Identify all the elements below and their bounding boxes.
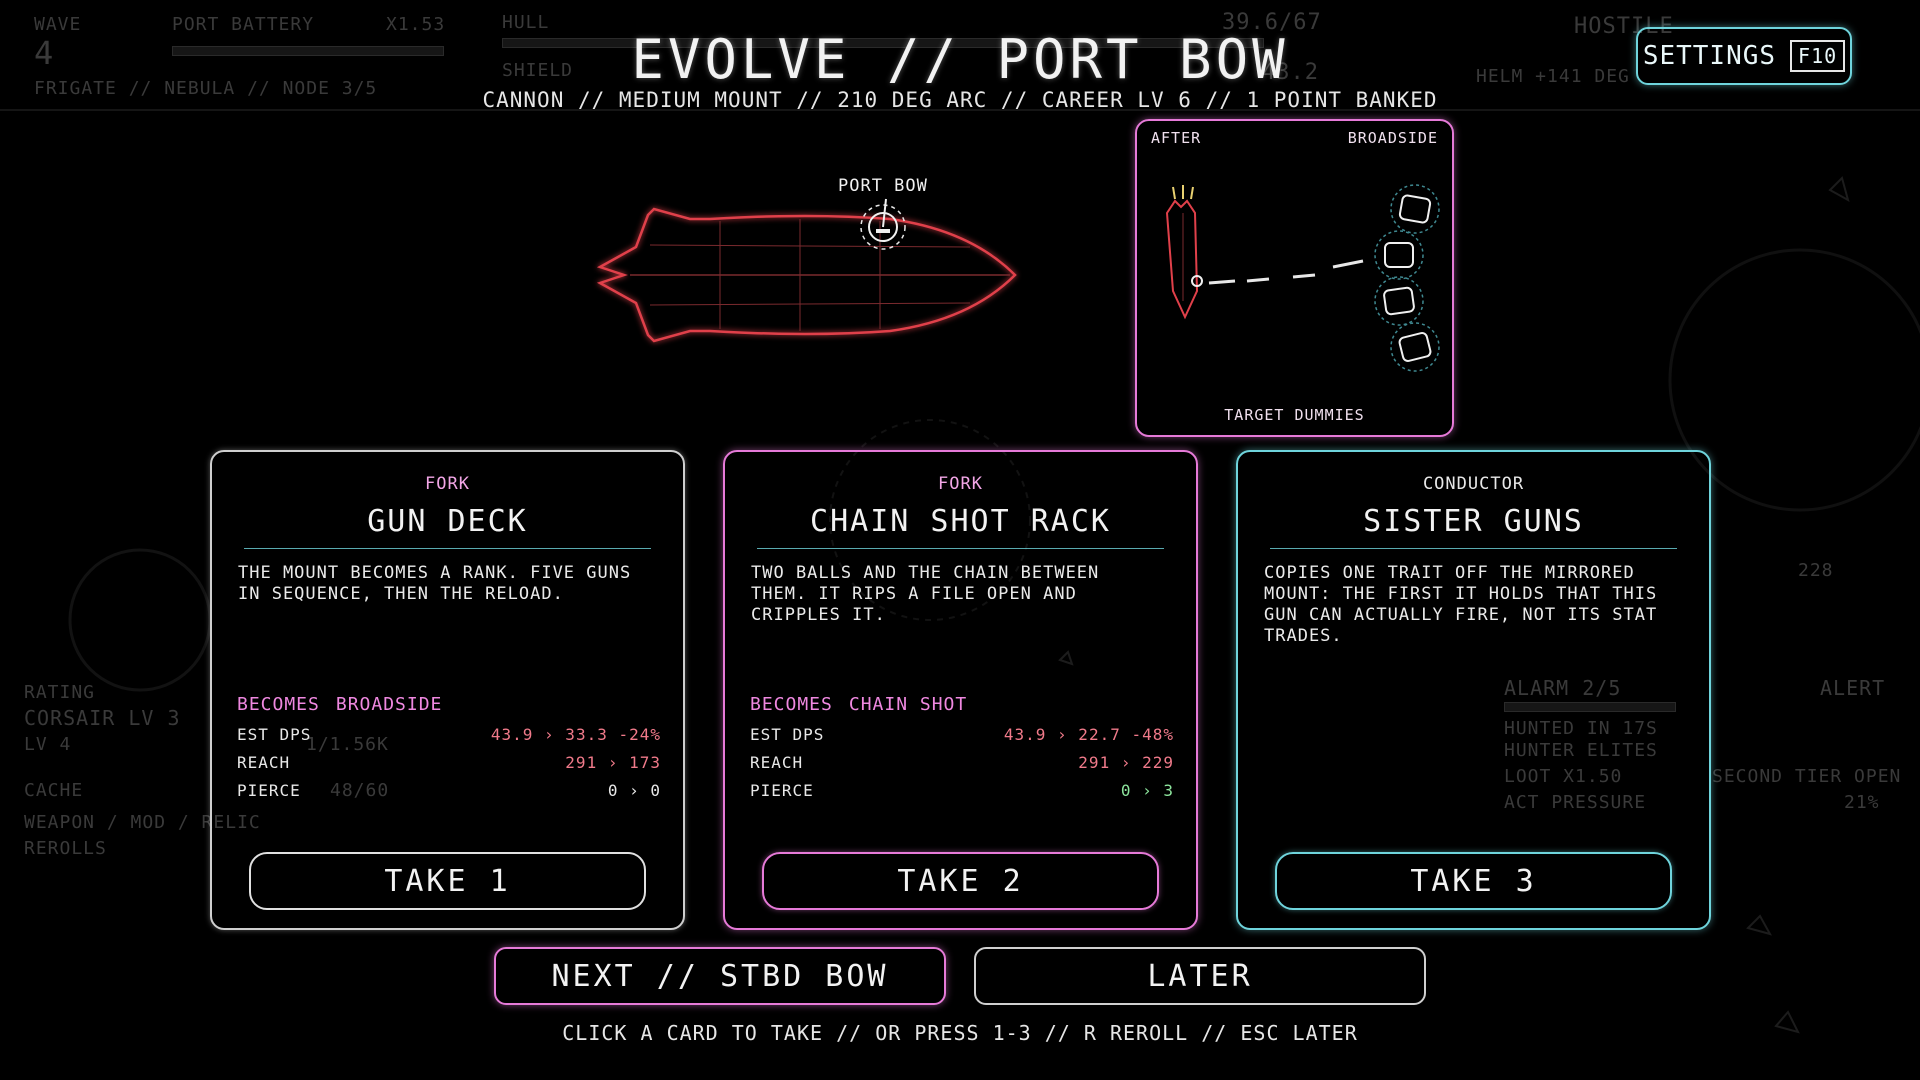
preview-scene	[1165, 184, 1440, 372]
stat-value: 43.9 › 33.3 -24%	[490, 725, 661, 744]
mount-label: PORT BOW	[838, 176, 928, 196]
page-title: EVOLVE // PORT BOW	[631, 28, 1289, 91]
upgrade-card-sister-guns[interactable]: CONDUCTOR SISTER GUNS COPIES ONE TRAIT O…	[1236, 450, 1711, 930]
stat-value: 0 › 3	[1120, 781, 1174, 800]
stat-row-pierce: PIERCE 0 › 3	[750, 781, 1174, 800]
second-tier-label: SECOND TIER OPEN	[1712, 766, 1902, 787]
stat-row-reach: REACH 291 › 173	[237, 753, 661, 772]
hull-bar	[502, 38, 1264, 48]
settings-hotkey: F10	[1790, 40, 1846, 72]
alarm-label: ALARM 2/5	[1504, 676, 1622, 700]
upgrade-card-chain-shot-rack[interactable]: FORK CHAIN SHOT RACK TWO BALLS AND THE C…	[723, 450, 1198, 930]
stat-label: REACH	[237, 753, 291, 772]
rating-value: CORSAIR LV 3	[24, 706, 181, 730]
card-becomes: BECOMES CHAIN SHOT	[750, 694, 983, 715]
card-becomes: BECOMES BROADSIDE	[237, 694, 458, 715]
shield-value: 43.2	[1262, 60, 1319, 85]
stat-label: PIERCE	[750, 781, 814, 800]
location-label: FRIGATE // NEBULA // NODE 3/5	[34, 78, 378, 99]
take-1-button[interactable]: TAKE 1	[249, 852, 646, 910]
card-kind: CONDUCTOR	[1422, 474, 1525, 494]
preview-mode-label: BROADSIDE	[1347, 129, 1438, 147]
preview-footer-label: TARGET DUMMIES	[1224, 406, 1365, 424]
hull-label: HULL	[502, 12, 550, 33]
stat-label: EST DPS	[750, 725, 825, 744]
hunter-elites-label: HUNTER ELITES	[1504, 740, 1658, 761]
shield-label: SHIELD	[502, 60, 574, 81]
later-button[interactable]: LATER	[974, 947, 1426, 1005]
card-name: CHAIN SHOT RACK	[810, 504, 1111, 539]
card-kind: FORK	[425, 474, 470, 494]
stat-value: 43.9 › 22.7 -48%	[1003, 725, 1174, 744]
battery-bar	[172, 46, 444, 56]
card-divider	[244, 548, 651, 549]
card-description: TWO BALLS AND THE CHAIN BETWEEN THEM. IT…	[751, 563, 1100, 625]
stat-row-dps: EST DPS 43.9 › 33.3 -24%	[237, 725, 661, 744]
hunted-label: HUNTED IN 17S	[1504, 718, 1658, 739]
cache-value: 48/60	[330, 780, 390, 801]
next-mount-button[interactable]: NEXT // STBD BOW	[494, 947, 946, 1005]
controls-hint: CLICK A CARD TO TAKE // OR PRESS 1-3 // …	[562, 1021, 1358, 1045]
alert-label: ALERT	[1820, 676, 1886, 700]
stat-label: EST DPS	[237, 725, 312, 744]
take-3-button[interactable]: TAKE 3	[1275, 852, 1672, 910]
preview-after-label: AFTER	[1151, 129, 1202, 147]
stat-label: PIERCE	[237, 781, 301, 800]
port-battery-label: PORT BATTERY	[172, 14, 315, 35]
page-subtitle: CANNON // MEDIUM MOUNT // 210 DEG ARC //…	[482, 88, 1438, 112]
stat-row-dps: EST DPS 43.9 › 22.7 -48%	[750, 725, 1174, 744]
card-description: COPIES ONE TRAIT OFF THE MIRRORED MOUNT:…	[1264, 563, 1658, 646]
hostile-label: HOSTILE	[1574, 14, 1674, 39]
act-pressure-label: ACT PRESSURE	[1504, 792, 1647, 813]
stat-row-pierce: PIERCE 0 › 0	[237, 781, 661, 800]
lv-progress: 1/1.56K	[306, 734, 389, 755]
alarm-bar	[1504, 702, 1676, 712]
settings-button[interactable]: SETTINGS F10	[1636, 27, 1852, 85]
hull-value: 39.6/67	[1222, 10, 1322, 35]
becomes-label: BECOMES	[750, 694, 833, 715]
speed-readout: 228	[1798, 560, 1834, 581]
rerolls-label: REROLLS	[24, 838, 107, 859]
multiplier-label: X1.53	[386, 14, 446, 35]
wave-value: 4	[34, 34, 55, 72]
rating-label: RATING	[24, 682, 96, 703]
ship-outline	[596, 198, 1017, 343]
stat-value: 291 › 173	[565, 753, 661, 772]
upgrade-card-gun-deck[interactable]: FORK GUN DECK THE MOUNT BECOMES A RANK. …	[210, 450, 685, 930]
take-2-button[interactable]: TAKE 2	[762, 852, 1159, 910]
becomes-value: BROADSIDE	[335, 694, 443, 715]
card-description: THE MOUNT BECOMES A RANK. FIVE GUNS IN S…	[238, 563, 632, 604]
stat-row-reach: REACH 291 › 229	[750, 753, 1174, 772]
settings-label: SETTINGS	[1642, 41, 1777, 71]
weapon-mod-relic: WEAPON / MOD / RELIC	[24, 812, 261, 833]
act-pressure-value: 21%	[1844, 792, 1880, 813]
becomes-value: CHAIN SHOT	[848, 694, 968, 715]
becomes-label: BECOMES	[237, 694, 320, 715]
stat-value: 0 › 0	[607, 781, 661, 800]
card-divider	[757, 548, 1164, 549]
lv-label: LV 4	[24, 734, 72, 755]
evolution-preview: AFTER BROADSIDE TARGET DUMMIES	[1135, 119, 1454, 437]
cache-label: CACHE	[24, 780, 84, 801]
helm-label: HELM +141 DEG	[1476, 66, 1630, 87]
wave-label: WAVE	[34, 14, 82, 35]
loot-label: LOOT X1.50	[1504, 766, 1623, 787]
card-name: GUN DECK	[367, 504, 528, 539]
stat-label: REACH	[750, 753, 804, 772]
stat-value: 291 › 229	[1078, 753, 1174, 772]
card-kind: FORK	[938, 474, 983, 494]
card-name: SISTER GUNS	[1363, 504, 1584, 539]
card-divider	[1270, 548, 1677, 549]
